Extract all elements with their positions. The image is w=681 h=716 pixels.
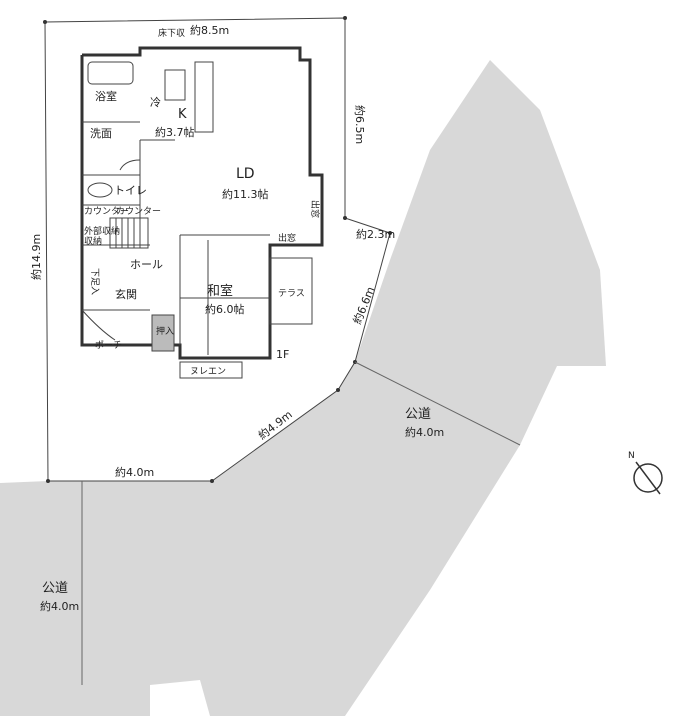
- room-counter2: カウンター: [116, 206, 161, 217]
- room-ld-area: 約11.3帖: [222, 187, 269, 201]
- room-washitsu: 和室: [207, 283, 233, 299]
- floor-label: 1F: [276, 348, 289, 361]
- dim-top: 約8.5m: [190, 23, 229, 37]
- room-kitchen: K: [178, 107, 187, 122]
- room-tobukuro: 外部収納: [84, 225, 120, 237]
- room-counter1: カウンター: [84, 206, 129, 217]
- room-terrace: テラス: [278, 288, 305, 299]
- room-washitsu-area: 約6.0帖: [205, 302, 245, 316]
- room-genkan: 玄関: [115, 287, 137, 301]
- north-arrow-icon: N: [628, 451, 663, 495]
- road-area: [0, 60, 606, 716]
- room-geta: 下足入: [89, 268, 100, 295]
- room-debari: 出窓: [278, 232, 296, 244]
- dim-bottom: 約4.0m: [115, 465, 154, 479]
- room-bath: 浴室: [95, 89, 117, 103]
- road-name-left: 公道: [42, 581, 68, 596]
- house-walls: [80, 46, 324, 379]
- room-wash: 洗面: [90, 127, 112, 140]
- room-hall: ホール: [130, 258, 163, 271]
- room-underfloor: 床下収: [158, 27, 185, 39]
- north-label: N: [628, 451, 635, 461]
- road-width-right: 約4.0m: [405, 425, 444, 439]
- room-fridge: 冷: [150, 96, 161, 109]
- room-toilet: トイレ: [114, 184, 147, 197]
- room-oshiire: 押入: [156, 325, 174, 337]
- road-width-left: 約4.0m: [40, 599, 79, 613]
- dim-right-step: 約2.3m: [356, 227, 395, 241]
- dimension-lines: [81, 361, 521, 685]
- room-kitchen-area: 約3.7帖: [155, 125, 195, 139]
- room-porch: ポーチ: [95, 340, 122, 351]
- dim-left: 約14.9m: [29, 234, 43, 280]
- room-window-side: 出窓: [309, 200, 321, 218]
- room-storage: 収納: [84, 235, 102, 247]
- room-nureen: ヌレエン: [190, 367, 226, 377]
- road-name-right: 公道: [405, 407, 431, 422]
- dim-right-upper: 約6.5m: [353, 105, 367, 144]
- room-ld: LD: [236, 166, 255, 182]
